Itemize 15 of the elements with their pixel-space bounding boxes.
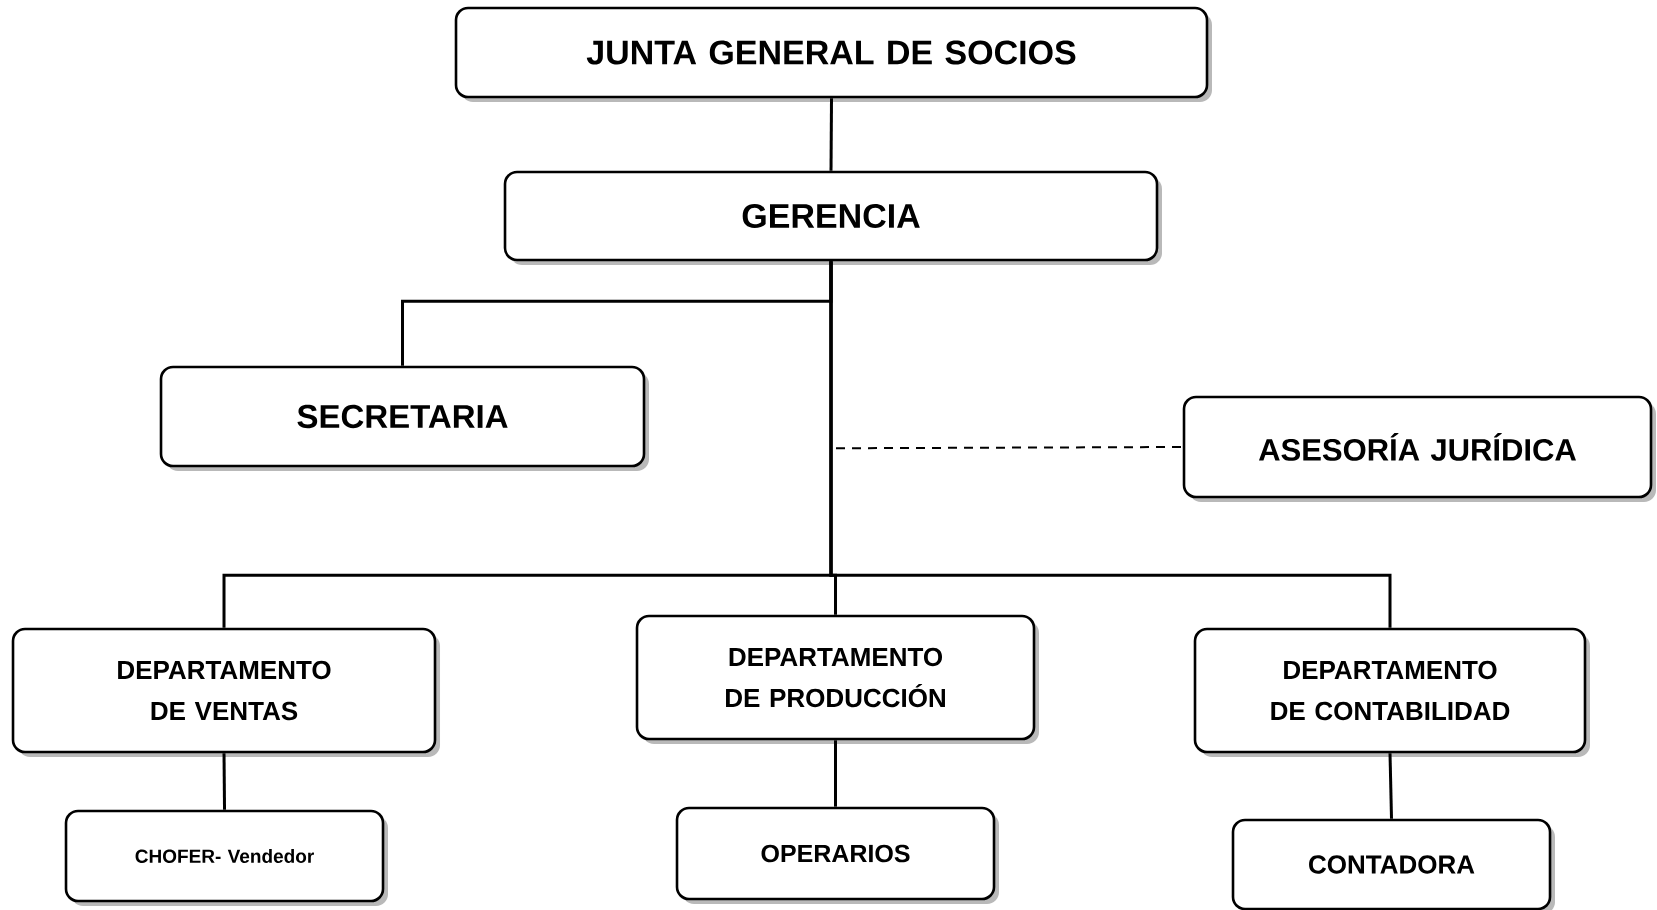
staff-box: OPERARIOS — [675, 806, 999, 904]
connector-line — [829, 98, 833, 171]
staff-box: CHOFER- Vendedor — [64, 809, 388, 906]
department-box: DEPARTAMENTO DE PRODUCCIÓN — [635, 614, 1039, 744]
department-box: DEPARTAMENTO DE VENTAS — [11, 627, 440, 757]
connector-line — [829, 261, 1392, 628]
management-box: GERENCIA — [503, 170, 1162, 265]
staff-box: CONTADORA — [1231, 818, 1555, 910]
department-box: DEPARTAMENTO DE CONTABILIDAD — [1193, 627, 1590, 757]
connector-line — [834, 740, 837, 807]
connector-line — [222, 753, 226, 810]
advisory-box: ASESORÍA JURÍDICA — [1182, 395, 1656, 502]
office-box: SECRETARIA — [159, 365, 649, 471]
board-box: JUNTA GENERAL DE SOCIOS — [454, 6, 1212, 102]
connector-line — [1388, 753, 1393, 819]
